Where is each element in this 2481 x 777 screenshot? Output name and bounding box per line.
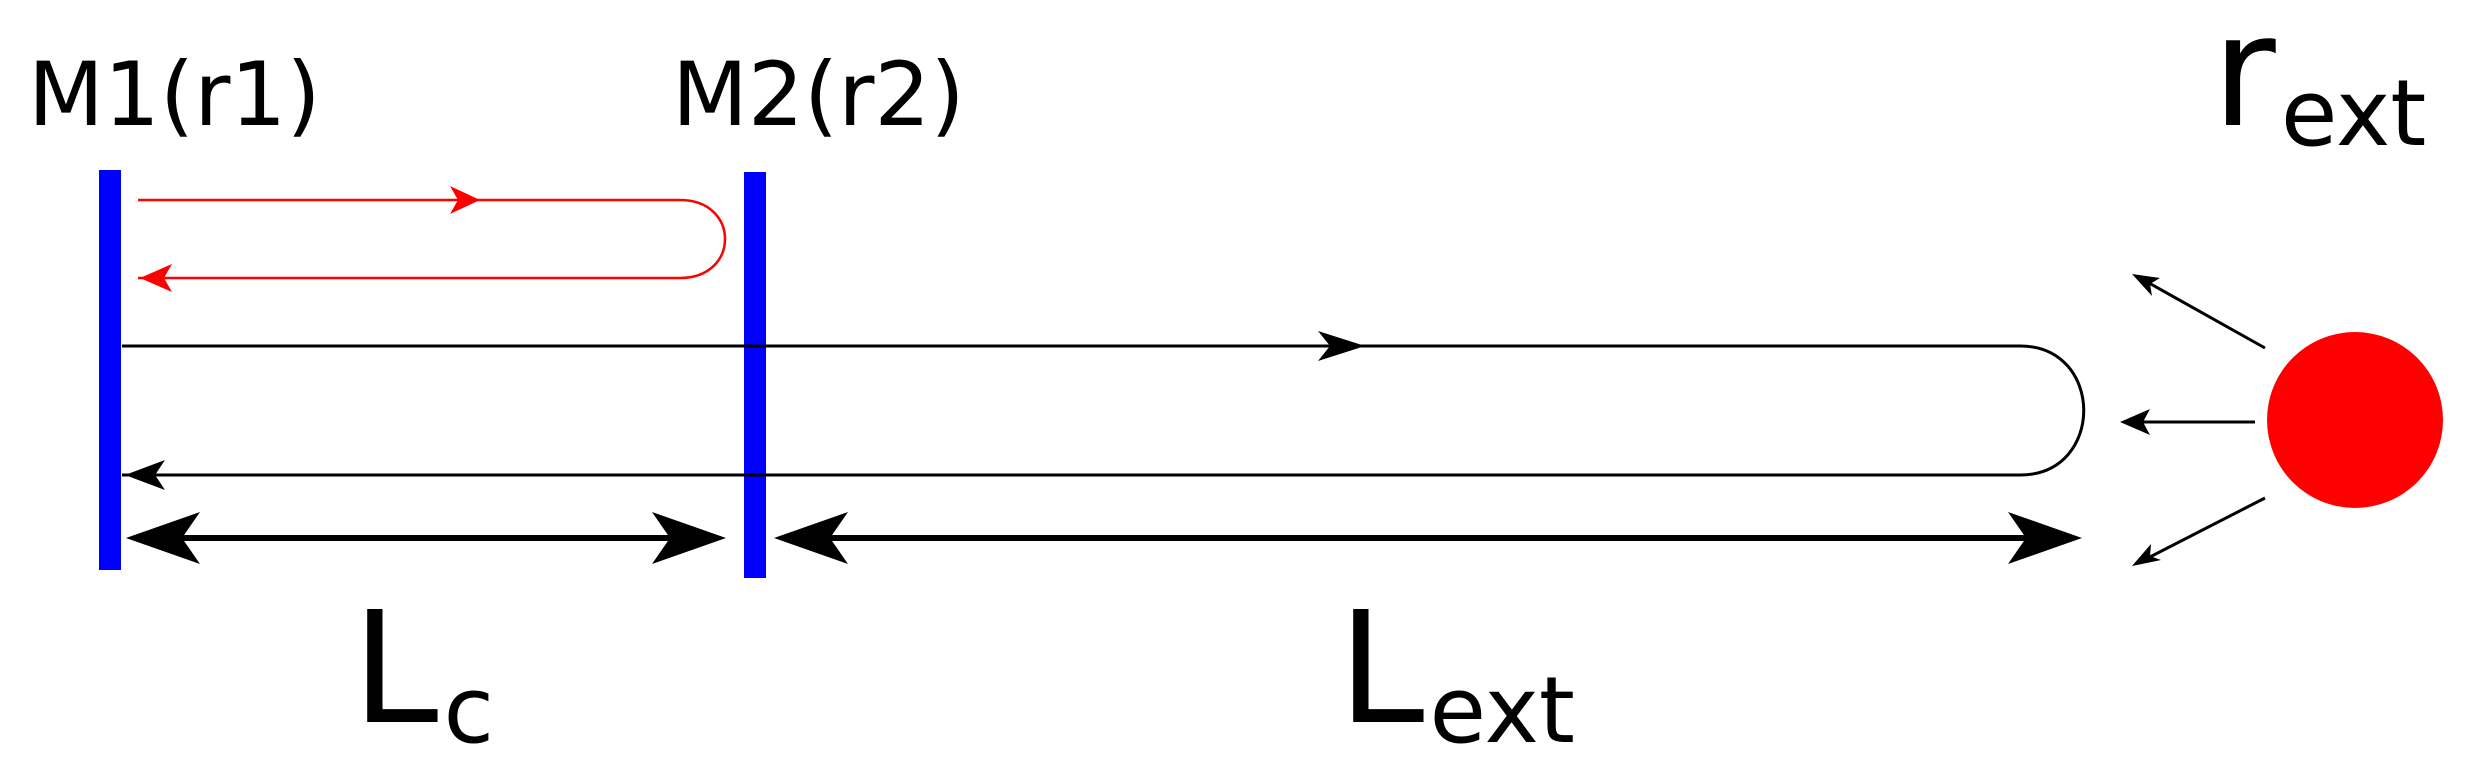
- internal-beam-loop: [138, 198, 727, 280]
- scatter-arrow-upper: [2139, 276, 2266, 350]
- lc-label: L c: [352, 578, 494, 764]
- lc-main: L: [352, 578, 438, 759]
- lext-sub: ext: [1429, 657, 1575, 764]
- lext-label: L ext: [1338, 578, 1575, 764]
- dimension-lc: [126, 512, 726, 564]
- r-ext-label: r ext: [2212, 0, 2426, 167]
- r-ext-sub: ext: [2281, 60, 2427, 167]
- mirror2-label: M2(r2): [672, 43, 965, 146]
- scatter-arrows: [2120, 274, 2266, 566]
- internal-beam-forward-arrow: [450, 186, 480, 214]
- scatter-arrow-lower: [2139, 496, 2266, 564]
- mirror1-label: M1(r1): [28, 43, 321, 146]
- external-beam-forward-arrow: [1318, 331, 1365, 361]
- external-reflector: [2267, 332, 2443, 508]
- external-beam-loop: [122, 344, 2086, 477]
- r-ext-main: r: [2212, 0, 2276, 162]
- external-beam-return-arrow: [125, 460, 165, 490]
- lc-sub: c: [443, 657, 494, 764]
- dimension-lext: [774, 512, 2082, 564]
- lext-main: L: [1338, 578, 1424, 759]
- internal-beam-return-arrow: [140, 264, 172, 292]
